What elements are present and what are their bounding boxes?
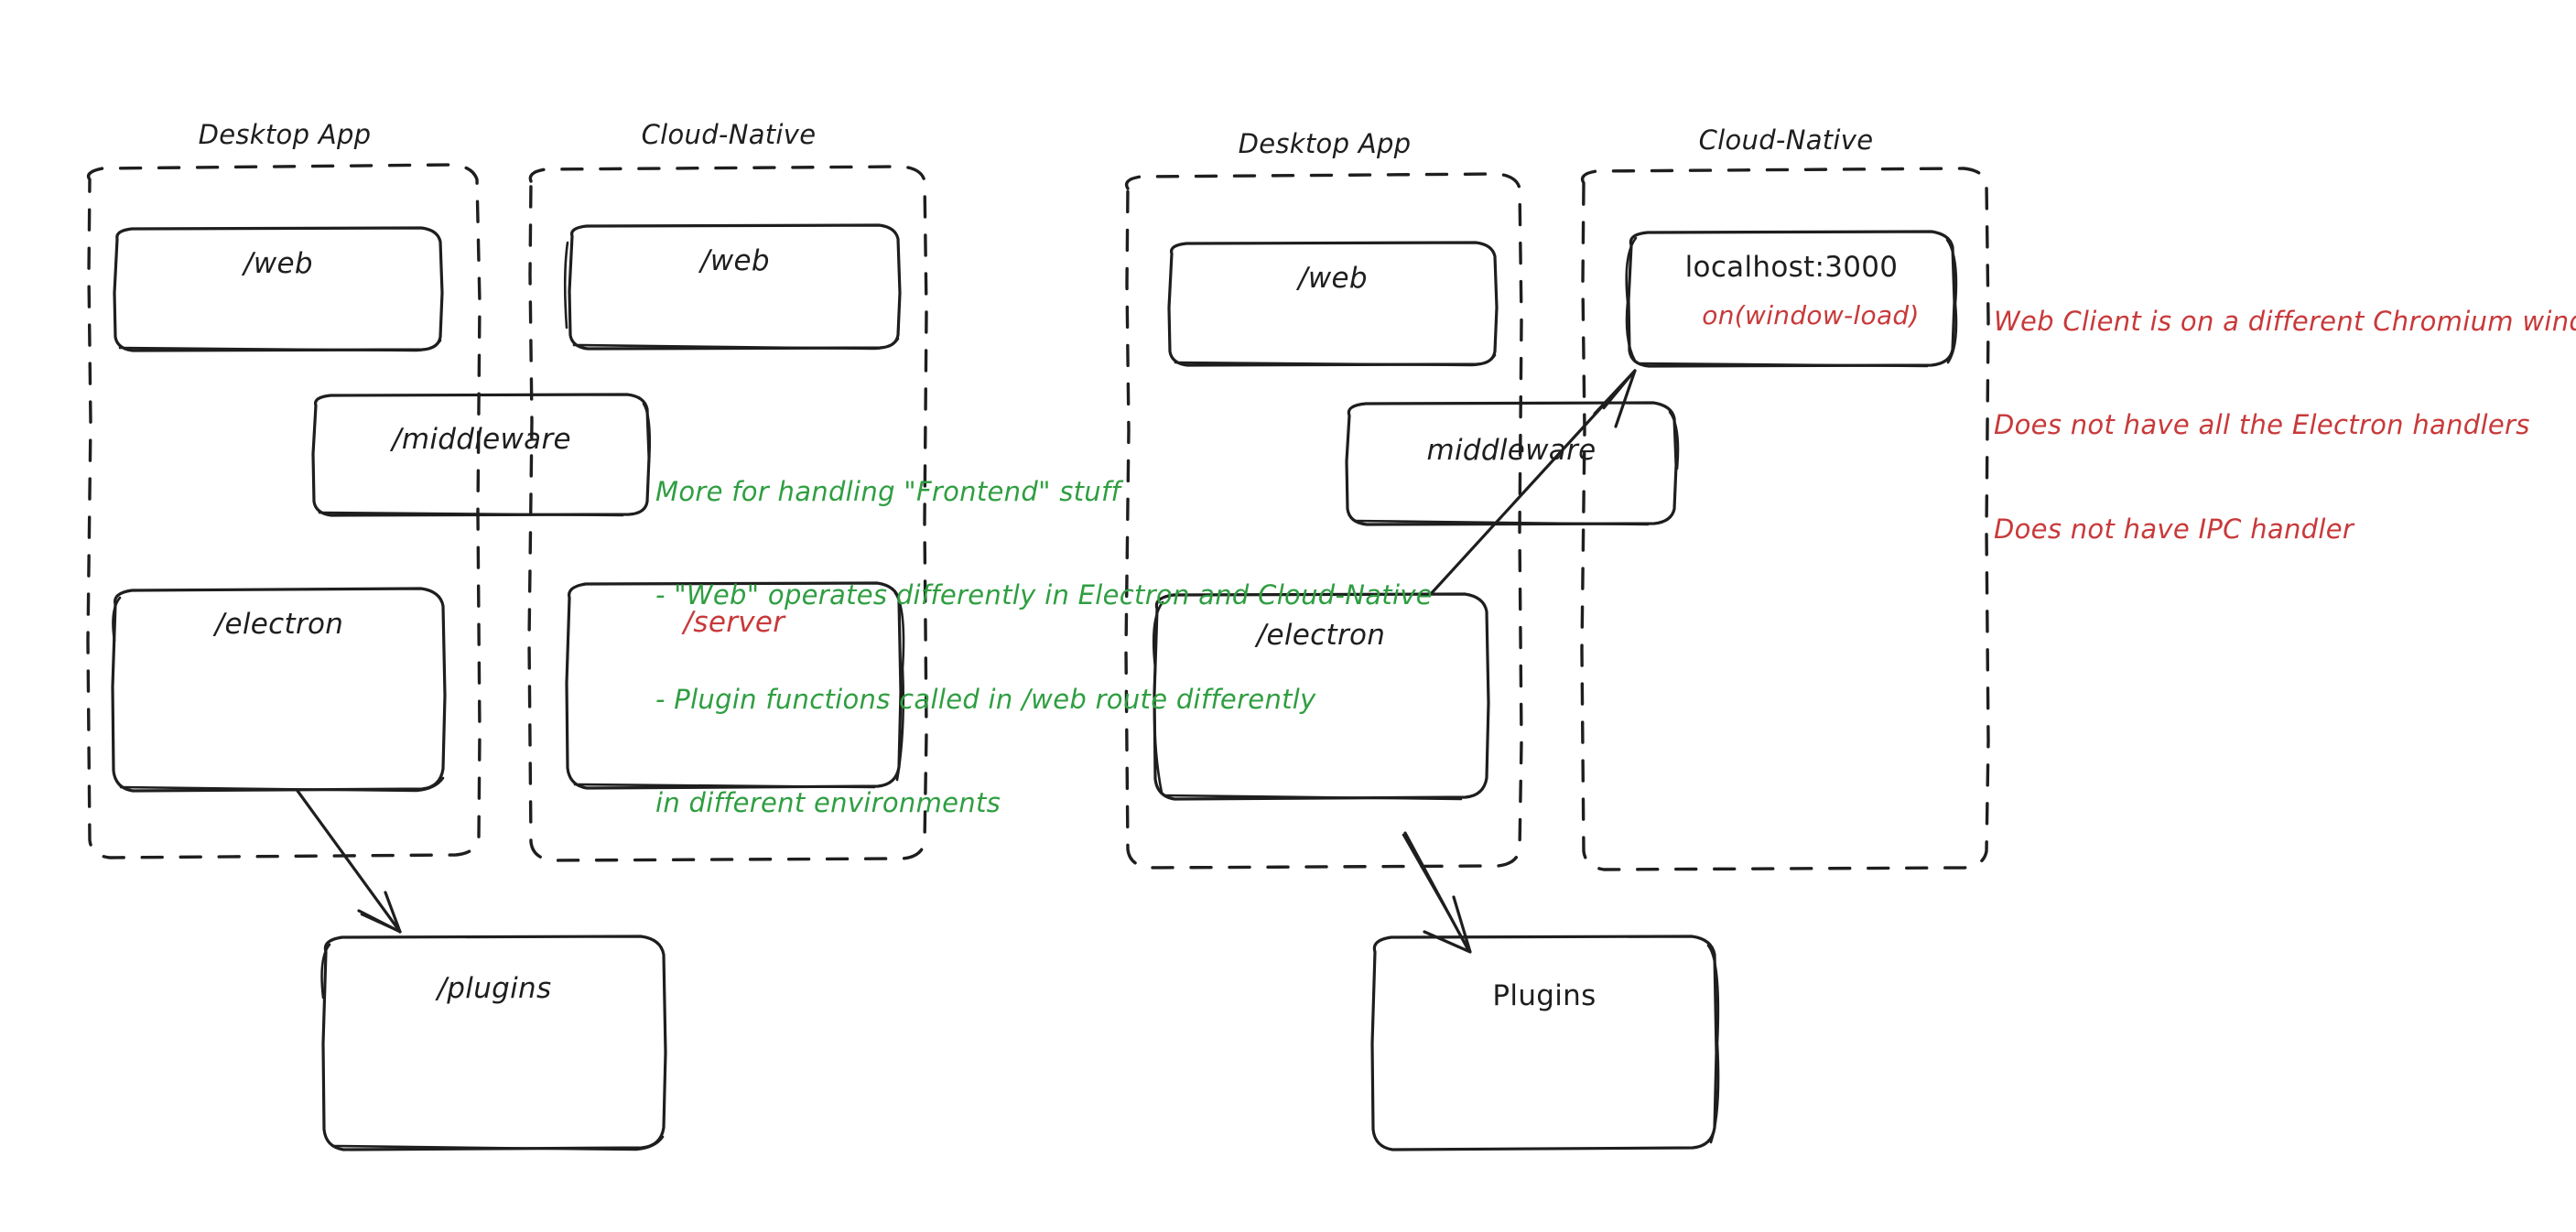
- box-outline-left-electron: [111, 587, 447, 793]
- box-outline-left-plugins: [320, 935, 667, 1151]
- box-outline-right-web: [1167, 241, 1499, 367]
- box-outline-left-web-cloud: [563, 223, 902, 351]
- group-outline-left-cloudnative: [527, 165, 928, 862]
- group-outline-right-desktop: [1124, 172, 1523, 870]
- box-outline-left-web-desktop: [113, 226, 444, 352]
- arrow-right-electron-to-plugins: [1402, 831, 1472, 954]
- box-outline-right-electron: [1152, 592, 1490, 801]
- group-outline-left-desktop: [86, 163, 482, 859]
- group-outline-right-cloudnative: [1580, 167, 1990, 871]
- arrow-left-electron-to-plugins: [296, 789, 402, 934]
- box-outline-right-localhost: [1625, 230, 1958, 368]
- box-outline-right-plugins: [1370, 935, 1720, 1151]
- box-outline-left-server: [565, 581, 905, 790]
- box-outline-left-middleware: [311, 393, 652, 517]
- box-outline-right-middleware: [1345, 401, 1680, 526]
- arrow-right-electron-to-localhost: [1428, 369, 1637, 597]
